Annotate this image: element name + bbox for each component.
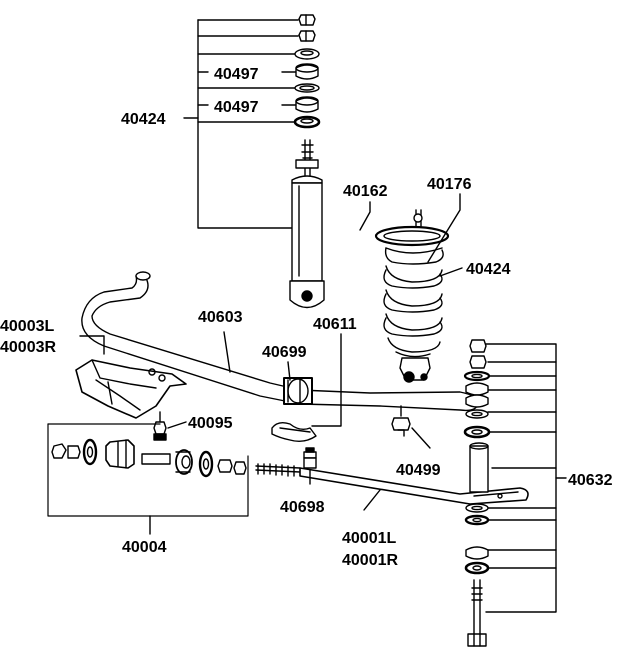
label-40424-spring: 40424 — [466, 261, 511, 278]
label-40004: 40004 — [122, 539, 167, 556]
label-40176: 40176 — [427, 176, 472, 193]
bolt-40095 — [153, 411, 167, 441]
part-labels: 40497 40497 40424 40162 40176 40424 4000… — [0, 66, 613, 569]
label-40162: 40162 — [343, 183, 388, 200]
label-40424-shock: 40424 — [121, 111, 166, 128]
label-40698: 40698 — [280, 499, 325, 516]
label-40003r: 40003R — [0, 339, 56, 356]
coil-spring-assembly — [374, 209, 450, 383]
label-40001r: 40001R — [342, 552, 398, 569]
strut-bar-40001 — [255, 447, 529, 505]
label-40632: 40632 — [568, 472, 613, 489]
label-40611: 40611 — [313, 316, 357, 333]
bracket-40003 — [75, 359, 187, 419]
label-40095: 40095 — [188, 415, 233, 432]
label-40603: 40603 — [198, 309, 243, 326]
label-40003l: 40003L — [0, 318, 54, 335]
nut-40499 — [391, 405, 431, 449]
hardware-stack-40632 — [463, 339, 567, 647]
label-40497-upper: 40497 — [214, 66, 259, 83]
shock-mount-stack — [183, 14, 321, 229]
label-40699: 40699 — [262, 344, 307, 361]
bar-bushing-clamp — [271, 377, 317, 443]
bushing-kit-40004 — [47, 423, 249, 535]
shock-absorber — [289, 139, 325, 309]
label-40001l: 40001L — [342, 530, 396, 547]
label-40499: 40499 — [396, 462, 441, 479]
label-40497-lower: 40497 — [214, 99, 259, 116]
leader-lines — [79, 193, 463, 511]
